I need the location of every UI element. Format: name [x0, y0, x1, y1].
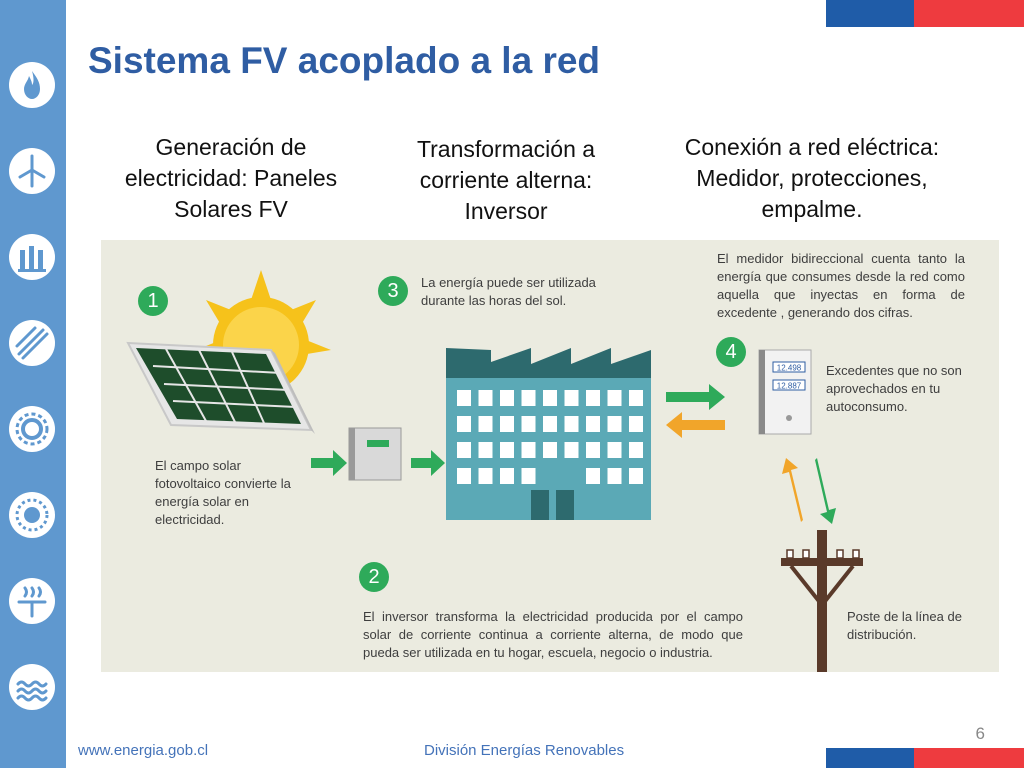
- building-window: [500, 442, 514, 458]
- sidebar: [0, 0, 66, 768]
- utility-pole-illustration: [781, 530, 863, 672]
- building-window: [457, 416, 471, 432]
- geothermal-icon: [9, 578, 55, 624]
- building-window: [500, 468, 514, 484]
- header-connection: Conexión a red eléctrica: Medidor, prote…: [684, 134, 940, 222]
- footer-division: División Energías Renovables: [424, 742, 625, 759]
- inverter-illustration: [348, 427, 402, 481]
- building-window: [564, 416, 579, 432]
- building-illustration: [446, 348, 651, 520]
- building-window: [478, 468, 493, 484]
- sun-icon: [9, 492, 55, 538]
- building-window: [478, 390, 493, 406]
- flag-blue-segment: [826, 748, 914, 768]
- bidirectional-meter-illustration: 12.498 12.887: [758, 349, 812, 435]
- gear-sun-icon: [9, 406, 55, 452]
- building-window: [607, 390, 622, 406]
- pv-grid-infographic: 12.498 12.887 1 3 4 2 El campo solar fot…: [101, 240, 999, 672]
- building-window: [607, 468, 622, 484]
- meter-reading-2: 12.887: [777, 382, 802, 391]
- building-window: [543, 442, 557, 458]
- power-plant-icon: [9, 234, 55, 280]
- slide-title: Sistema FV acoplado a la red: [88, 40, 601, 81]
- building-window: [500, 390, 514, 406]
- solar-field-text: El campo solar fotovoltaico convierte la…: [155, 458, 291, 527]
- footer-website-link[interactable]: www.energia.gob.cl: [78, 742, 209, 759]
- building-window: [629, 416, 643, 432]
- building-window: [586, 416, 600, 432]
- transmission-line-icon: [9, 320, 55, 366]
- solar-panel-illustration: [126, 341, 315, 434]
- flag-bar-top: [826, 0, 1024, 27]
- step-4-badge: 4: [716, 337, 746, 367]
- wind-turbine-icon: [9, 148, 55, 194]
- building-window: [586, 468, 600, 484]
- building-window: [564, 442, 579, 458]
- wave-icon: [9, 664, 55, 710]
- building-window: [478, 442, 493, 458]
- building-window: [607, 442, 622, 458]
- building-window: [586, 442, 600, 458]
- building-window: [457, 390, 471, 406]
- building-window: [607, 416, 622, 432]
- building-window: [457, 468, 471, 484]
- energy-usage-text: La energía puede ser utilizada durante l…: [421, 275, 596, 308]
- header-generation: Generación de electricidad: Paneles Sola…: [124, 134, 338, 222]
- building-window: [564, 390, 579, 406]
- flag-blue-segment: [826, 0, 914, 27]
- building-window: [629, 390, 643, 406]
- step-1-badge: 1: [138, 286, 168, 316]
- building-window: [521, 416, 536, 432]
- header-transformation: Transformación a corriente alterna: Inve…: [416, 136, 596, 224]
- building-window: [543, 390, 557, 406]
- building-window: [586, 390, 600, 406]
- step-2-badge: 2: [359, 562, 389, 592]
- excess-energy-text: Excedentes que no son aprovechados en tu…: [826, 363, 962, 414]
- inverter-description-text: El inversor transforma la electricidad p…: [363, 609, 743, 660]
- building-window: [629, 442, 643, 458]
- infographic-illustration: 12.498 12.887: [126, 270, 863, 672]
- building-window: [521, 442, 536, 458]
- building-window: [500, 416, 514, 432]
- flame-icon: [9, 62, 55, 108]
- building-window: [457, 442, 471, 458]
- page-number: 6: [975, 724, 985, 743]
- meter-description-text: El medidor bidireccional cuenta tanto la…: [717, 251, 965, 320]
- flag-bar-bottom: [826, 748, 1024, 768]
- building-window: [521, 390, 536, 406]
- meter-reading-1: 12.498: [777, 364, 802, 373]
- building-window: [521, 468, 536, 484]
- step-3-badge: 3: [378, 276, 408, 306]
- building-window: [629, 468, 643, 484]
- building-window: [478, 416, 493, 432]
- building-window: [543, 416, 557, 432]
- flag-red-segment: [914, 748, 1024, 768]
- flag-red-segment: [914, 0, 1024, 27]
- pole-description-text: Poste de la línea de distribución.: [847, 609, 962, 642]
